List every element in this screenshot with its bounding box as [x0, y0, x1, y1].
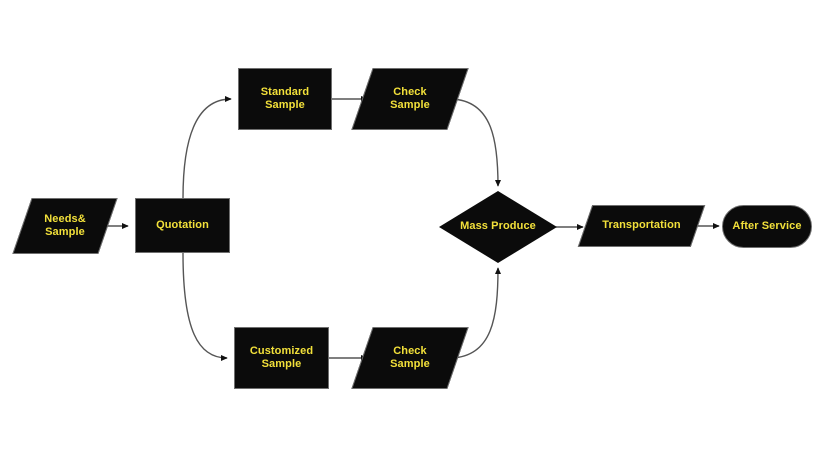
node-customized-sample[interactable]: Customized Sample — [234, 327, 329, 389]
after-service-shape — [722, 205, 812, 248]
node-transportation[interactable]: Transportation — [577, 205, 706, 247]
node-label-mass-produce: Mass Produce — [460, 220, 536, 233]
node-check-sample-bottom[interactable]: Check Sample — [351, 327, 469, 389]
node-standard-sample[interactable]: Standard Sample — [238, 68, 332, 130]
customized-sample-shape — [234, 327, 329, 389]
node-label-transportation: Transportation — [602, 219, 681, 232]
node-needs-sample[interactable]: Needs& Sample — [12, 198, 118, 254]
node-label-quotation: Quotation — [156, 218, 209, 231]
node-label-check-sample-bottom: Check Sample — [390, 344, 430, 370]
node-quotation[interactable]: Quotation — [135, 198, 230, 253]
connector-quotation-to-standard — [182, 95, 232, 199]
standard-sample-shape — [238, 68, 332, 130]
node-label-after-service: After Service — [732, 219, 802, 232]
node-mass-produce[interactable]: Mass Produce — [440, 192, 556, 262]
node-label-needs-sample: Needs& Sample — [44, 212, 86, 238]
node-label-standard-sample: Standard Sample — [260, 85, 310, 111]
node-label-check-sample-top: Check Sample — [390, 85, 430, 111]
connector-quotation-to-customized — [182, 252, 228, 362]
node-after-service[interactable]: After Service — [722, 205, 812, 248]
node-check-sample-top[interactable]: Check Sample — [351, 68, 469, 130]
node-label-customized-sample: Customized Sample — [249, 344, 314, 370]
connector-check-top-to-mass — [451, 98, 502, 187]
quotation-shape — [135, 198, 230, 253]
